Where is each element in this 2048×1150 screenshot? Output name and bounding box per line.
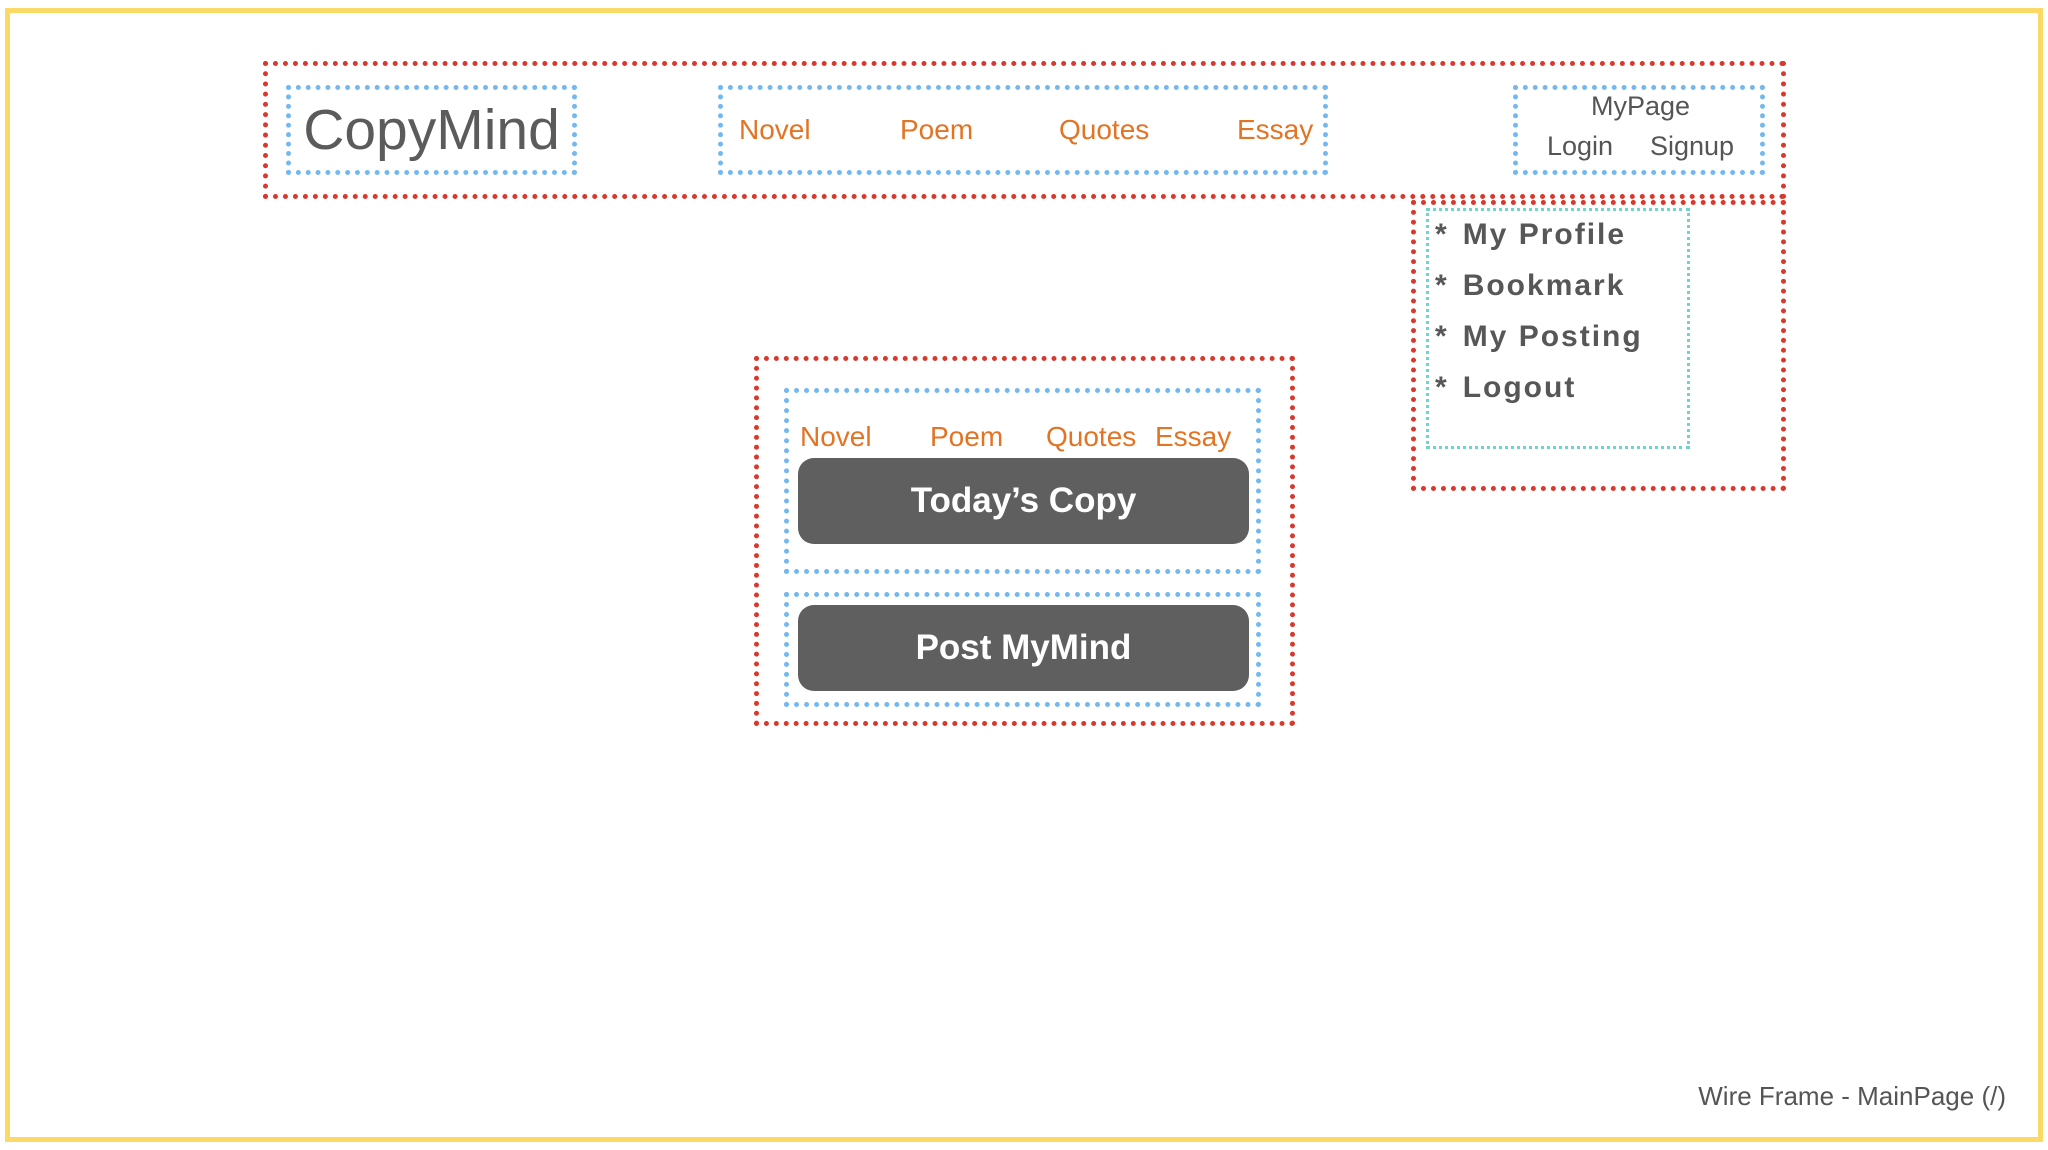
tab-essay[interactable]: Essay — [1155, 421, 1232, 452]
todays-copy-section — [784, 388, 1261, 574]
login-link[interactable]: Login — [1547, 131, 1614, 161]
menu-item-logout[interactable]: *Logout — [1435, 371, 1577, 404]
signup-link[interactable]: Signup — [1650, 131, 1735, 161]
main-content-container — [754, 356, 1295, 726]
post-mymind-button[interactable]: Post MyMind — [798, 605, 1249, 691]
mypage-link[interactable]: MyPage — [1591, 91, 1691, 121]
menu-item-bookmark[interactable]: *Bookmark — [1435, 269, 1626, 302]
mypage-menu-list — [1426, 208, 1690, 449]
main-nav — [718, 85, 1328, 175]
nav-link-poem[interactable]: Poem — [900, 114, 974, 145]
wireframe-caption: Wire Frame - MainPage (/) — [1698, 1081, 2006, 1111]
tab-poem[interactable]: Poem — [930, 421, 1004, 452]
todays-copy-button[interactable]: Today’s Copy — [798, 458, 1249, 544]
nav-link-novel[interactable]: Novel — [739, 114, 811, 145]
logo-box[interactable]: CopyMind — [286, 85, 577, 175]
menu-item-my-posting[interactable]: *My Posting — [1435, 320, 1643, 353]
account-nav — [1513, 85, 1765, 175]
nav-link-essay[interactable]: Essay — [1237, 114, 1314, 145]
header-container — [263, 61, 1786, 199]
mypage-dropdown — [1411, 200, 1786, 491]
logo-text: CopyMind — [303, 98, 560, 162]
menu-item-my-profile[interactable]: *My Profile — [1435, 218, 1627, 251]
tab-novel[interactable]: Novel — [800, 421, 872, 452]
tab-quotes[interactable]: Quotes — [1046, 421, 1137, 452]
post-mymind-section — [784, 592, 1261, 707]
nav-link-quotes[interactable]: Quotes — [1059, 114, 1150, 145]
wireframe-border — [5, 8, 2043, 1142]
